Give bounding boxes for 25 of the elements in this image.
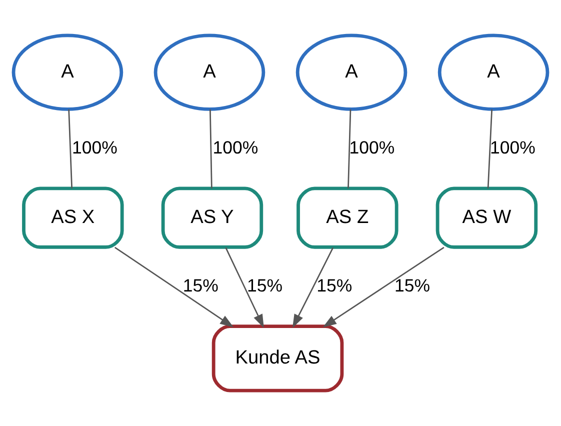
node-box: AS Y bbox=[161, 186, 264, 249]
node-ellipse: A bbox=[296, 34, 408, 111]
arrow bbox=[292, 247, 334, 328]
connector bbox=[209, 109, 212, 188]
connector bbox=[68, 109, 73, 188]
edge-label: 15% bbox=[316, 275, 352, 296]
node-box: AS X bbox=[22, 186, 124, 249]
node-ellipse: A bbox=[154, 34, 266, 111]
connector bbox=[487, 109, 493, 188]
node-box: AS W bbox=[436, 186, 538, 249]
edge-label: 15% bbox=[247, 275, 283, 296]
edge-label: 100% bbox=[212, 137, 258, 158]
node-box: AS Z bbox=[296, 186, 398, 249]
edge-label: 15% bbox=[182, 275, 218, 296]
arrow bbox=[114, 246, 234, 328]
node-ellipse: A bbox=[438, 34, 550, 111]
edge-label: 100% bbox=[72, 137, 118, 158]
node-ellipse: A bbox=[12, 34, 124, 111]
arrow bbox=[225, 247, 264, 328]
edge-label: 15% bbox=[394, 275, 430, 296]
node-box: Kunde AS bbox=[212, 324, 344, 392]
arrow bbox=[322, 246, 444, 328]
edge-label: 100% bbox=[490, 137, 536, 158]
edge-label: 100% bbox=[349, 137, 395, 158]
connector bbox=[348, 109, 352, 188]
